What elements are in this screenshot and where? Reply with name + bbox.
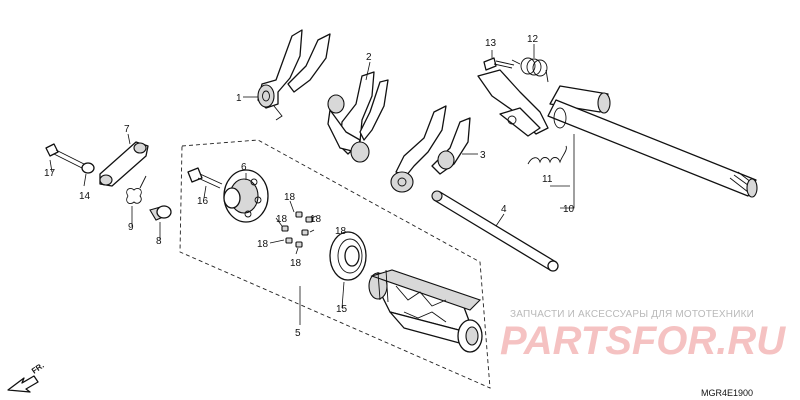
callout-18: 18: [335, 226, 347, 237]
callout-18: 18: [257, 239, 269, 250]
bolt-17: [45, 143, 85, 169]
callout-2: 2: [366, 52, 372, 63]
callout-18: 18: [310, 214, 322, 225]
callout-3: 3: [480, 150, 486, 161]
callout-9: 9: [128, 222, 134, 233]
callout-10: 10: [563, 204, 575, 215]
callout-16: 16: [197, 196, 209, 207]
shift-fork-1: [257, 29, 331, 121]
shift-fork-3: [390, 105, 471, 193]
stopper-spring: [126, 175, 147, 205]
stopper-arm: [99, 141, 149, 187]
callout-18: 18: [290, 258, 302, 269]
callout-18: 18: [276, 214, 288, 225]
diagram-code: MGR4E1900: [701, 388, 753, 398]
shift-fork-2: [327, 71, 389, 163]
assembly-boundary: [179, 139, 491, 389]
callout-5: 5: [295, 328, 301, 339]
callout-18: 18: [284, 192, 296, 203]
dowel-pins: [281, 211, 313, 248]
drum-center: [223, 169, 269, 223]
bearing: [329, 231, 367, 281]
callout-17: 17: [44, 168, 56, 179]
callout-1: 1: [236, 93, 242, 104]
washer-14: [81, 162, 95, 174]
shift-drum: [368, 269, 483, 353]
callout-13: 13: [485, 38, 497, 49]
callout-7: 7: [124, 124, 130, 135]
front-direction-arrow: FR.: [7, 361, 46, 393]
front-direction-label: FR.: [30, 361, 46, 376]
watermark-logo: PARTSFOR.RU: [500, 319, 786, 363]
leader-lines: [49, 44, 575, 325]
collar: [149, 205, 172, 221]
callout-8: 8: [156, 236, 162, 247]
fork-shaft: [431, 190, 559, 272]
callout-15: 15: [336, 304, 348, 315]
bolt-13: [483, 57, 515, 71]
callout-14: 14: [79, 191, 91, 202]
callout-6: 6: [241, 162, 247, 173]
watermark-text: ЗАПЧАСТИ И АКСЕССУАРЫ ДЛЯ МОТОТЕХНИКИ: [510, 309, 754, 320]
return-spring: [527, 145, 567, 165]
spring-12: [511, 57, 549, 83]
callout-12: 12: [527, 34, 539, 45]
callout-11: 11: [542, 174, 553, 185]
bolt-16: [187, 167, 223, 189]
gearshift-spindle: [477, 69, 758, 198]
callout-4: 4: [501, 204, 507, 215]
